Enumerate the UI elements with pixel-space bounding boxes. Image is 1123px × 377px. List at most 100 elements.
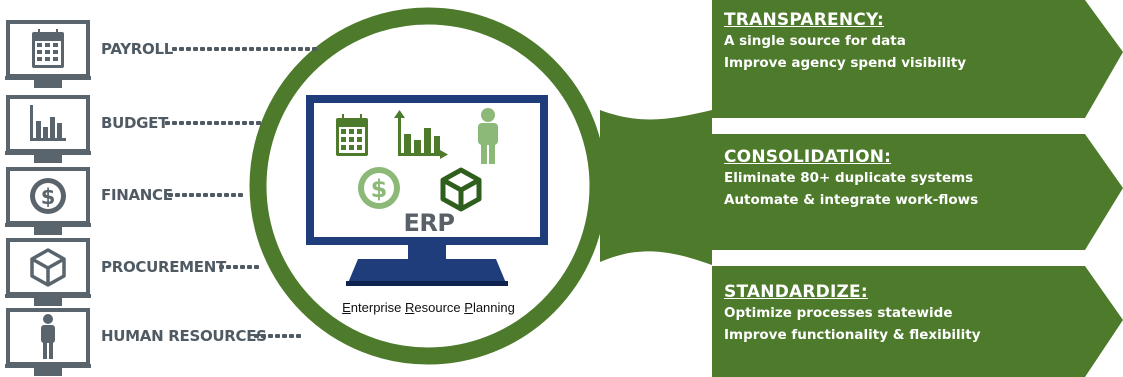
dollar-coin-icon: $ — [30, 178, 66, 214]
connector-dot — [256, 47, 261, 51]
connector-dot — [270, 47, 275, 51]
connector-dot — [228, 121, 233, 125]
connector-dot — [203, 193, 208, 197]
caption-initial-p: P — [464, 300, 473, 315]
connector-dot — [219, 265, 224, 269]
screen-bar-chart-icon — [394, 110, 448, 159]
connector-dot — [242, 47, 247, 51]
connector-dot — [305, 47, 310, 51]
connector-dot — [289, 334, 294, 338]
caption-rest-resource: esource — [414, 300, 465, 315]
caption-rest-enterprise: nterprise — [350, 300, 405, 315]
caption-initial-r: R — [405, 300, 415, 315]
box-icon — [30, 248, 66, 287]
screen-person-icon — [478, 108, 498, 164]
connector-dot — [291, 47, 296, 51]
bar-chart-icon — [30, 105, 66, 141]
connector-dot — [298, 47, 303, 51]
connector-dot — [235, 121, 240, 125]
benefit-banner-transparency — [712, 0, 1123, 118]
connector-dot — [242, 121, 247, 125]
module-label-procurement: PROCUREMENT — [101, 258, 226, 276]
screen-calendar-icon — [336, 114, 368, 156]
connector-dot — [221, 47, 226, 51]
connector-dot — [226, 265, 231, 269]
benefit-item: Optimize processes statewide — [724, 305, 953, 321]
connector-dot — [207, 47, 212, 51]
connector-dot — [193, 47, 198, 51]
connector-dot — [172, 47, 177, 51]
connector-dot — [217, 193, 222, 197]
benefit-item: Automate & integrate work-flows — [724, 192, 979, 208]
erp-screen-label: ERP — [403, 209, 455, 237]
procurement-monitor — [5, 238, 91, 306]
payroll-monitor — [5, 20, 91, 88]
connector-dot — [182, 193, 187, 197]
benefit-item: Improve agency spend visibility — [724, 55, 967, 71]
module-label-human-resources: HUMAN RESOURCES — [101, 327, 267, 345]
connector-dot — [189, 193, 194, 197]
connector-dot — [224, 193, 229, 197]
benefit-item: A single source for data — [724, 33, 906, 49]
connector-dot — [200, 121, 205, 125]
connector-dot — [200, 47, 205, 51]
connector-dot — [256, 121, 261, 125]
connector-dot — [175, 193, 180, 197]
hr-connector — [254, 334, 301, 338]
benefit-item: Improve functionality & flexibility — [724, 327, 981, 343]
module-label-payroll: PAYROLL — [101, 40, 173, 58]
connector-dot — [179, 121, 184, 125]
budget-monitor — [5, 95, 91, 163]
connector-dot — [282, 334, 287, 338]
connector-dot — [233, 265, 238, 269]
procurement-connector — [219, 265, 259, 269]
connector-dot — [214, 47, 219, 51]
erp-monitor: $ — [306, 95, 548, 286]
module-label-budget: BUDGET — [101, 114, 169, 132]
connector-dot — [275, 334, 280, 338]
connector-dot — [296, 334, 301, 338]
calendar-icon — [32, 29, 64, 68]
connector-dot — [168, 193, 173, 197]
module-label-finance: FINANCE — [101, 186, 173, 204]
connector-dot — [263, 47, 268, 51]
caption-rest-planning: lanning — [472, 300, 515, 315]
erp-caption: Enterprise Resource Planning — [326, 300, 531, 315]
connector-dot — [284, 47, 289, 51]
hr-monitor — [5, 308, 91, 376]
connector-dot — [277, 47, 282, 51]
caption-initial-e: E — [342, 300, 351, 315]
connector-dot — [214, 121, 219, 125]
circle-connector — [600, 110, 712, 265]
benefit-title: TRANSPARENCY: — [724, 10, 885, 30]
connector-dot — [247, 265, 252, 269]
connector-dot — [238, 193, 243, 197]
connector-dot — [179, 47, 184, 51]
svg-text:$: $ — [371, 175, 388, 203]
dotted-connectors — [165, 47, 317, 338]
connector-dot — [210, 193, 215, 197]
connector-dot — [186, 121, 191, 125]
connector-dot — [186, 47, 191, 51]
connector-dot — [228, 47, 233, 51]
benefit-title: CONSOLIDATION: — [724, 147, 892, 167]
connector-dot — [249, 121, 254, 125]
erp-ring — [249, 7, 607, 365]
screen-box-icon — [440, 167, 482, 212]
connector-dot — [312, 47, 317, 51]
connector-dot — [207, 121, 212, 125]
connector-dot — [240, 265, 245, 269]
benefit-consolidation: CONSOLIDATION: Eliminate 80+ duplicate s… — [724, 147, 978, 211]
svg-text:$: $ — [41, 185, 56, 209]
budget-connector — [165, 121, 261, 125]
connector-dot — [196, 193, 201, 197]
screen-dollar-coin-icon: $ — [358, 167, 400, 209]
finance-connector — [168, 193, 243, 197]
connector-dot — [165, 121, 170, 125]
connector-dot — [249, 47, 254, 51]
connector-dot — [261, 334, 266, 338]
benefit-transparency: TRANSPARENCY: A single source for data I… — [724, 10, 966, 74]
connector-dot — [268, 334, 273, 338]
